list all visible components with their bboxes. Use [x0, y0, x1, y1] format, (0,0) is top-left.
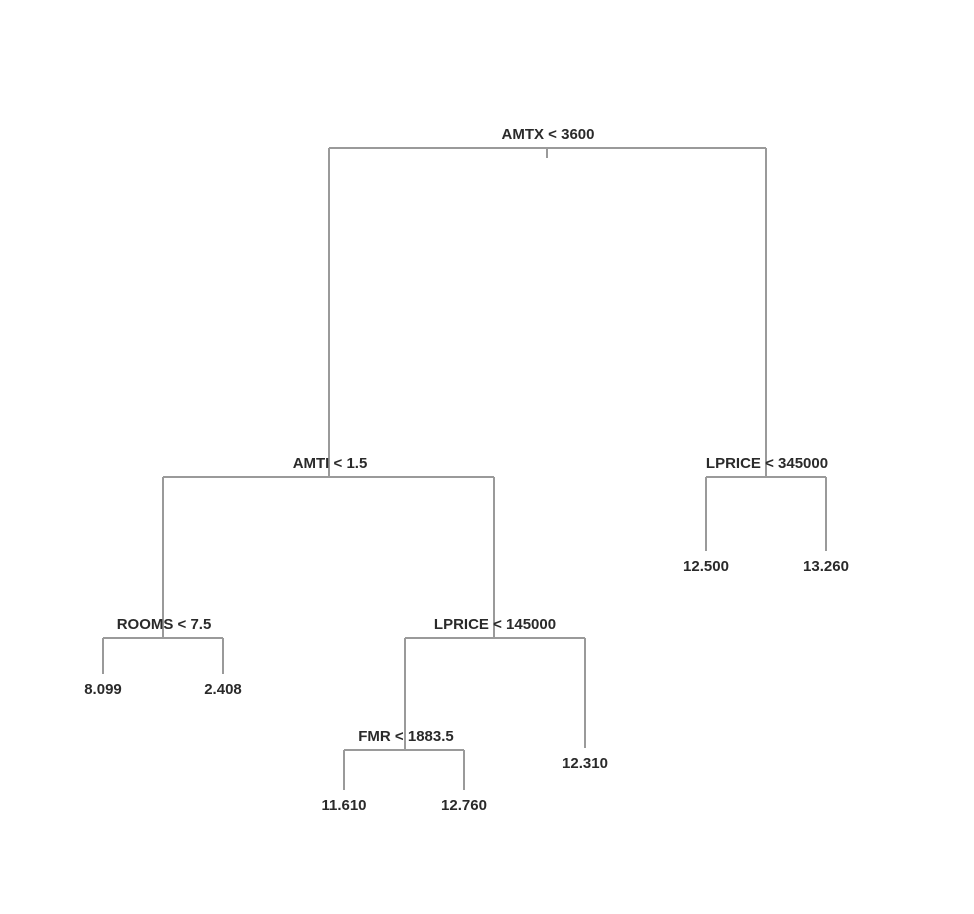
leaf-value-leaf-12310: 12.310 — [562, 755, 608, 772]
split-label-fmr: FMR < 1883.5 — [358, 728, 453, 745]
leaf-value-leaf-11610: 11.610 — [321, 797, 366, 814]
split-label-root: AMTX < 3600 — [502, 126, 595, 143]
split-label-amti: AMTI < 1.5 — [293, 455, 368, 472]
leaf-value-leaf-12500: 12.500 — [683, 558, 729, 575]
leaf-value-leaf-8099: 8.099 — [84, 681, 122, 698]
split-label-lprice-145000: LPRICE < 145000 — [434, 616, 556, 633]
leaf-value-leaf-2408: 2.408 — [204, 681, 242, 698]
split-label-lprice-345000: LPRICE < 345000 — [706, 455, 828, 472]
leaf-value-leaf-13260: 13.260 — [803, 558, 849, 575]
tree-edges — [102, 147, 827, 790]
split-label-rooms: ROOMS < 7.5 — [117, 616, 212, 633]
leaf-value-leaf-12760: 12.760 — [441, 797, 487, 814]
